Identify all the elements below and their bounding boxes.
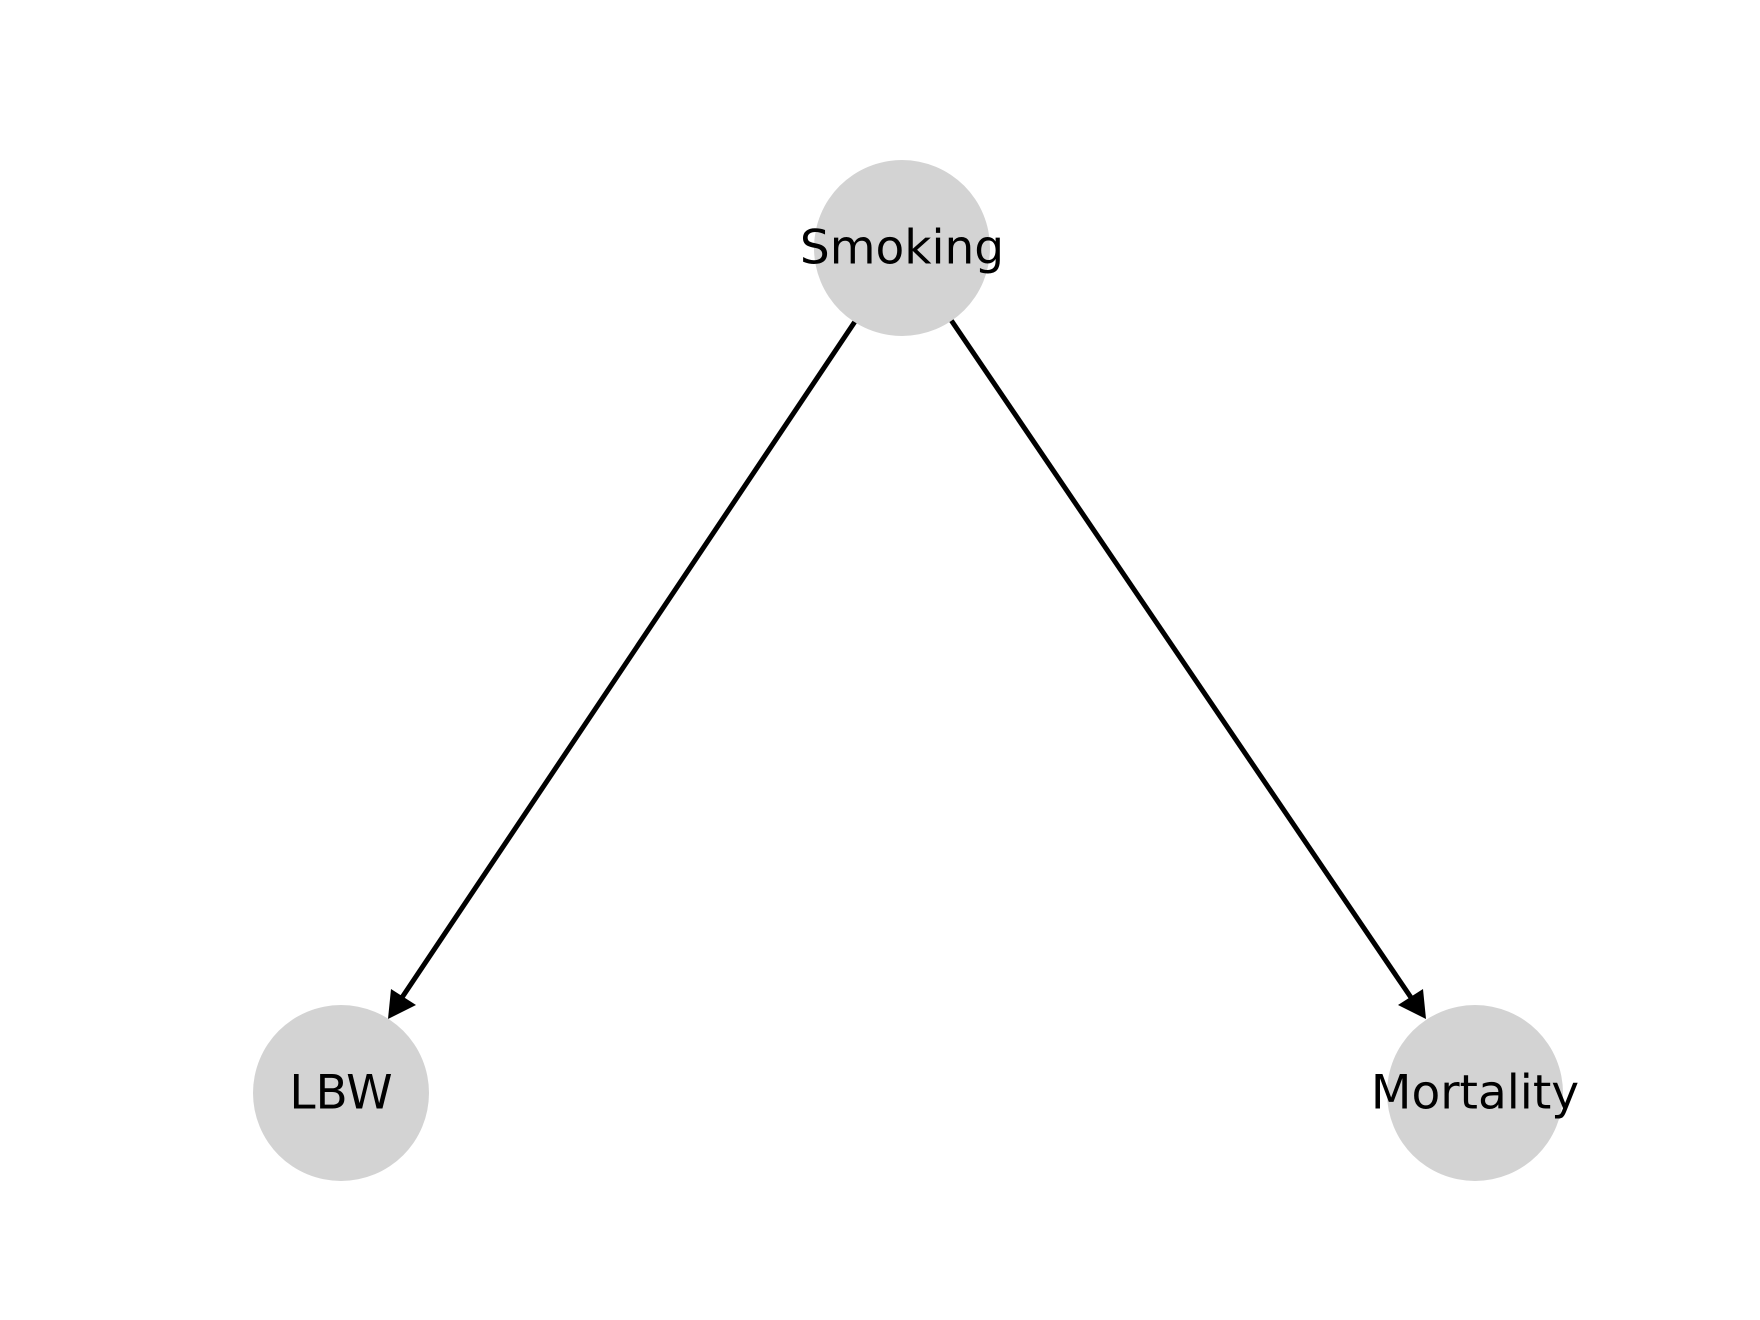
edge-smoking-mortality <box>948 318 1426 1019</box>
node-mortality: Mortality <box>1371 1005 1579 1181</box>
node-circle-lbw <box>253 1005 429 1181</box>
edge-line-smoking-lbw <box>398 318 859 1001</box>
arrowhead-mortality-icon <box>1398 989 1426 1019</box>
node-label-smoking: Smoking <box>800 221 1004 276</box>
edge-smoking-lbw <box>388 318 859 1019</box>
arrowhead-lbw-icon <box>388 989 416 1019</box>
node-circle-smoking <box>814 160 990 336</box>
node-label-lbw: LBW <box>289 1066 392 1121</box>
node-lbw: LBW <box>253 1005 429 1181</box>
edge-line-smoking-mortality <box>948 318 1415 1001</box>
node-smoking: Smoking <box>800 160 1004 336</box>
node-label-mortality: Mortality <box>1371 1066 1579 1121</box>
node-circle-mortality <box>1387 1005 1563 1181</box>
edge-group <box>388 318 1426 1019</box>
